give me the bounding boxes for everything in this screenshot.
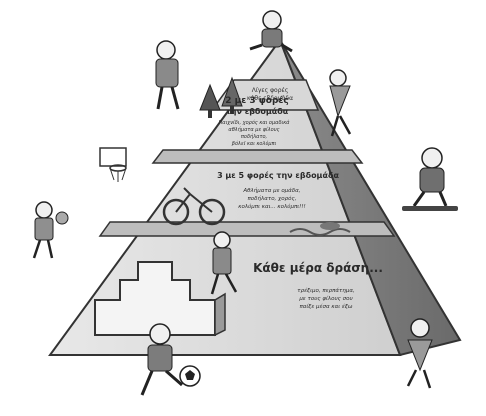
kid-figure-skateboarder	[402, 147, 458, 211]
kid-figure-soccer	[140, 323, 183, 396]
tier-divider-2	[151, 149, 364, 164]
tier-divider-3	[98, 221, 396, 237]
tier-base-heading: Κάθε μέρα δράση...	[253, 261, 383, 275]
bicycle-icon	[162, 187, 226, 226]
tier-3-desc-line2: ποδήλατο, χορός,	[247, 195, 296, 202]
water-waves	[289, 228, 351, 236]
tier-2-desc-line1: Παιχνίδι, χορός και ομαδικά	[219, 119, 291, 126]
kid-figure-basketball	[32, 201, 69, 259]
kid-figure-dancer	[329, 69, 352, 137]
tree-icons	[199, 76, 243, 118]
kid-figure-girl-base	[406, 318, 433, 389]
tier-base-desc-line1: τρέξιμο, περπάτημα,	[297, 287, 355, 294]
tier-base-desc-line2: με τους φίλους σου	[298, 295, 352, 302]
soccer-ball-icon	[179, 365, 201, 387]
pyramid-side-face	[279, 39, 462, 357]
staircase-side	[214, 292, 226, 337]
tier-2-desc-line2: αθλήματα με φίλους	[228, 126, 279, 133]
tier-3-desc-line3: κολύμπι και... κολύμπι!!!	[238, 203, 306, 210]
kid-figure-runner-base	[210, 231, 238, 295]
tier-top-label-line2: κάθε εβδομάδα	[247, 95, 293, 102]
tier-3-heading: 3 με 5 φορές την εβδομάδα	[217, 170, 339, 180]
tier-2-desc-line3: ποδήλατο,	[241, 133, 267, 140]
tier-base-desc-line3: παίξε μέσα και έξω	[299, 303, 352, 310]
basketball-hoop-icon	[99, 147, 127, 182]
tier-2-heading-line2: την εβδομάδα	[226, 107, 289, 116]
tier-2-desc-line4: βόλεϊ και κολύμπι	[232, 140, 277, 147]
kid-figure-top	[249, 10, 293, 53]
tier-2-heading-line1: 2 με 3 φορές	[225, 95, 289, 106]
tier-top-label-line1: Λίγες φορές	[252, 87, 289, 94]
tier-3-desc-line1: Αθλήματα με ομάδα,	[242, 187, 300, 194]
swimmer-shape	[320, 222, 340, 230]
kid-figure-hiker	[155, 40, 180, 110]
